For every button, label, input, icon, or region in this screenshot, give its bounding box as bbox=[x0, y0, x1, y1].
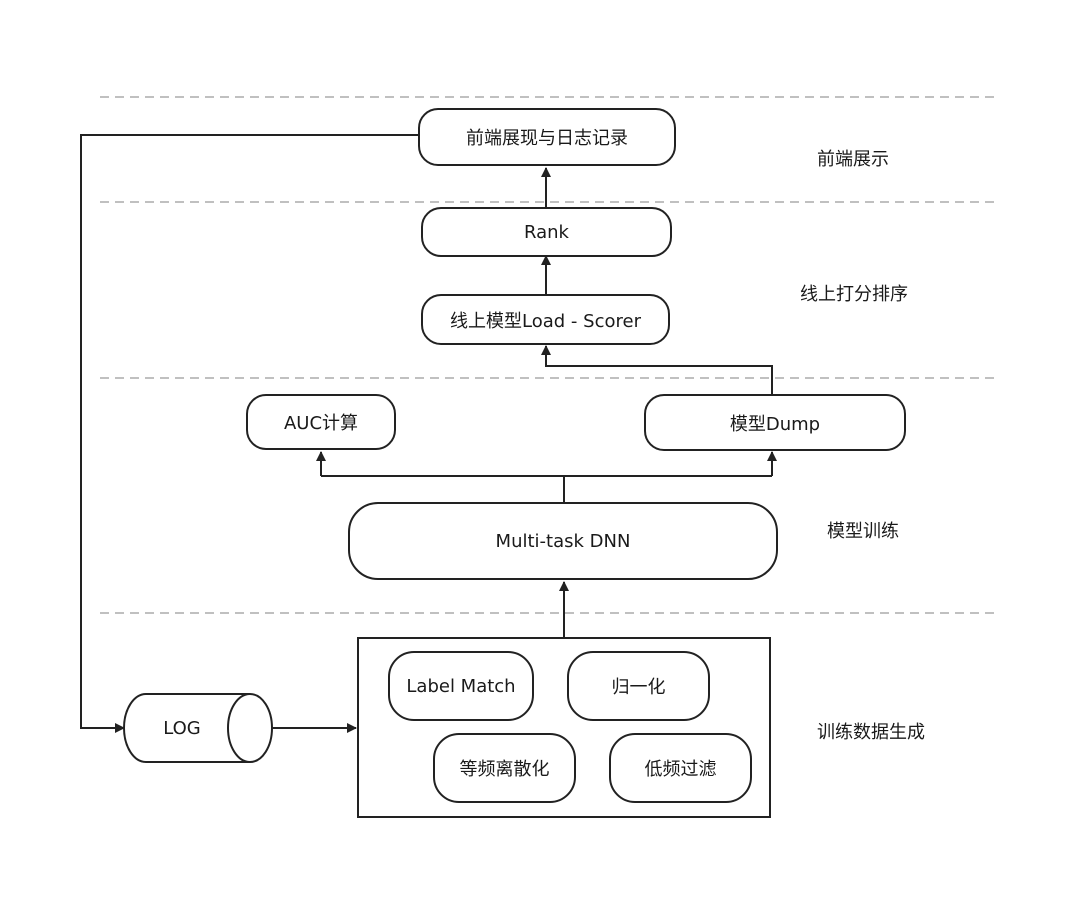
label-match-node: Label Match bbox=[388, 651, 534, 721]
auc-label: AUC计算 bbox=[283, 413, 359, 434]
equal-freq-discretize-node: 等频离散化 bbox=[433, 733, 576, 803]
layer-label-online-scoring: 线上打分排序 bbox=[800, 284, 908, 305]
model-dump-node: 模型Dump bbox=[644, 394, 906, 451]
rank-label: Rank bbox=[524, 221, 569, 243]
layer-label-training: 模型训练 bbox=[827, 521, 899, 542]
frontend-log-node: 前端展现与日志记录 bbox=[418, 108, 676, 166]
model-dump-label: 模型Dump bbox=[729, 413, 821, 435]
normalize-node: 归一化 bbox=[567, 651, 710, 721]
low-freq-filter-node: 低频过滤 bbox=[609, 733, 752, 803]
multitask-dnn-node: Multi-task DNN bbox=[348, 502, 778, 580]
layer-label-data-generation: 训练数据生成 bbox=[817, 722, 925, 743]
arrow-frontend-to-log bbox=[80, 134, 418, 733]
normalize-label: 归一化 bbox=[611, 677, 666, 698]
layer-label-frontend: 前端展示 bbox=[817, 149, 889, 170]
frontend-log-label: 前端展现与日志记录 bbox=[466, 128, 628, 149]
auc-node: AUC计算 bbox=[246, 394, 396, 450]
rank-node: Rank bbox=[421, 207, 672, 257]
low-freq-filter-label: 低频过滤 bbox=[644, 759, 717, 780]
online-model-load-label: 线上模型Load - Scorer bbox=[450, 310, 641, 332]
label-match-label: Label Match bbox=[406, 675, 516, 697]
arrow-dump-to-scorer bbox=[541, 345, 773, 394]
log-cylinder bbox=[123, 693, 273, 763]
equal-freq-discretize-label: 等频离散化 bbox=[459, 759, 550, 780]
multitask-dnn-label: Multi-task DNN bbox=[495, 530, 631, 552]
log-label: LOG bbox=[163, 717, 201, 739]
online-model-load-node: 线上模型Load - Scorer bbox=[421, 294, 670, 345]
